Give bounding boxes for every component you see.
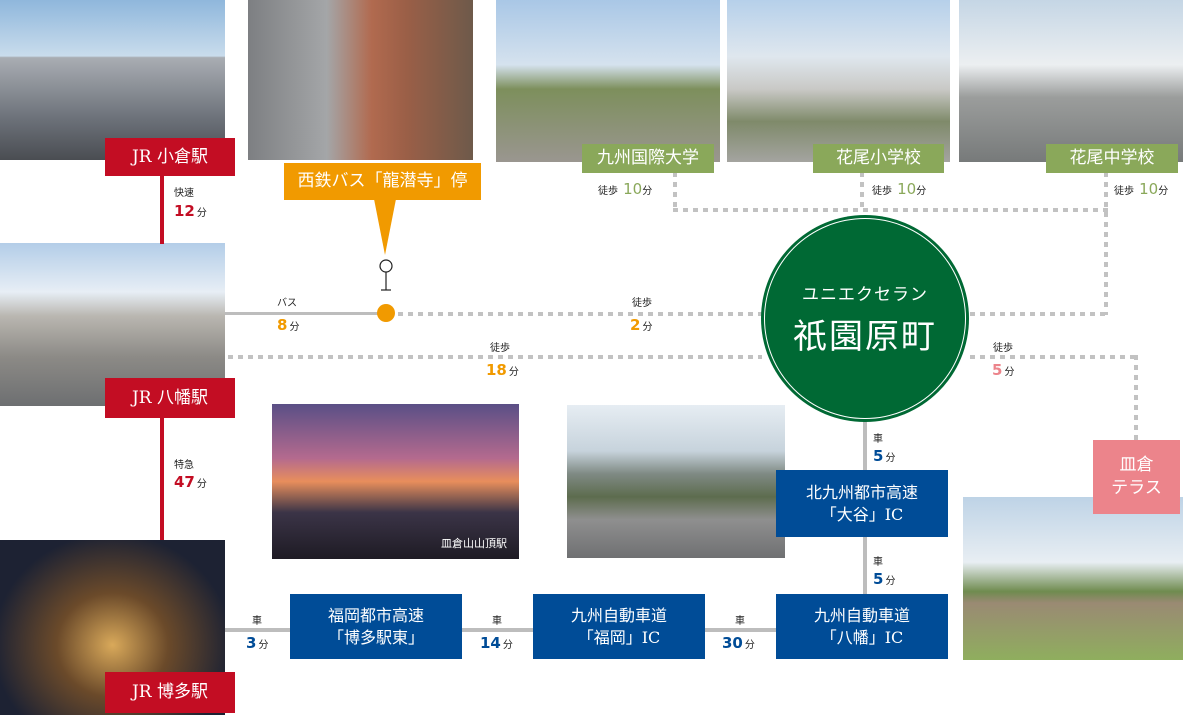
station-yahata: JR 八幡駅 xyxy=(105,378,235,418)
walk-path xyxy=(673,208,1108,212)
walk-path xyxy=(970,355,1138,359)
sarakura-terrace-label: 皿倉テラス xyxy=(1093,440,1180,514)
bus-stop-label: 西鉄バス「龍潜寺」停 xyxy=(284,163,481,200)
car-mode: 車 xyxy=(252,616,262,627)
sarakura-summit-photo: 皿倉山山頂駅 xyxy=(272,404,519,559)
route-mode: バス xyxy=(277,298,297,309)
car-mode: 車 xyxy=(873,557,883,568)
photo-caption: 皿倉山山頂駅 xyxy=(441,537,507,550)
fukuoka-ic-box: 九州自動車道「福岡」IC xyxy=(533,594,705,659)
rail-line xyxy=(160,418,164,540)
junior-high-photo xyxy=(959,0,1183,162)
bus-line xyxy=(225,312,385,315)
walk-path xyxy=(228,355,762,359)
school-time: 徒歩 10分 xyxy=(1114,180,1169,198)
property-circle: ユニエクセラン 祇園原町 xyxy=(761,215,969,422)
station-hakata: JR 博多駅 xyxy=(105,672,235,713)
car-mode: 車 xyxy=(735,616,745,627)
school-kyushu-kokusai-university: 九州国際大学 xyxy=(582,144,714,173)
kokura-station-photo xyxy=(0,0,225,160)
walk-path xyxy=(673,172,677,212)
route-mode: 徒歩 xyxy=(993,343,1013,354)
walk-path xyxy=(398,312,762,316)
school-hanao-junior-high: 花尾中学校 xyxy=(1046,144,1178,173)
rail-line xyxy=(160,176,164,244)
bus-stop-dot xyxy=(377,304,395,322)
car-mode: 車 xyxy=(492,616,502,627)
school-hanao-elementary: 花尾小学校 xyxy=(813,144,944,173)
otani-ic-photo xyxy=(567,405,785,558)
otani-ic-box: 北九州都市高速「大谷」IC xyxy=(776,470,948,537)
sarakura-terrace-photo xyxy=(963,497,1183,660)
bus-stop-icon xyxy=(379,259,393,291)
route-mode: 徒歩 xyxy=(490,343,510,354)
bus-stop-pointer xyxy=(374,199,396,255)
school-time: 徒歩 10分 xyxy=(598,180,653,198)
walk-path xyxy=(970,312,1108,316)
rail-type: 特急 xyxy=(174,460,194,471)
university-photo xyxy=(496,0,720,162)
hakata-east-box: 福岡都市高速「博多駅東」 xyxy=(290,594,462,659)
elementary-school-photo xyxy=(727,0,950,162)
station-kokura: JR 小倉駅 xyxy=(105,138,235,176)
walk-path xyxy=(860,172,864,212)
bus-stop-photo xyxy=(248,0,473,160)
walk-path xyxy=(1134,355,1138,440)
yahata-ic-box: 九州自動車道「八幡」IC xyxy=(776,594,948,659)
school-time: 徒歩 10分 xyxy=(872,180,927,198)
walk-path xyxy=(1104,172,1108,315)
car-mode: 車 xyxy=(873,434,883,445)
route-mode: 徒歩 xyxy=(632,298,652,309)
rail-type: 快速 xyxy=(174,188,194,199)
car-route xyxy=(225,628,776,632)
